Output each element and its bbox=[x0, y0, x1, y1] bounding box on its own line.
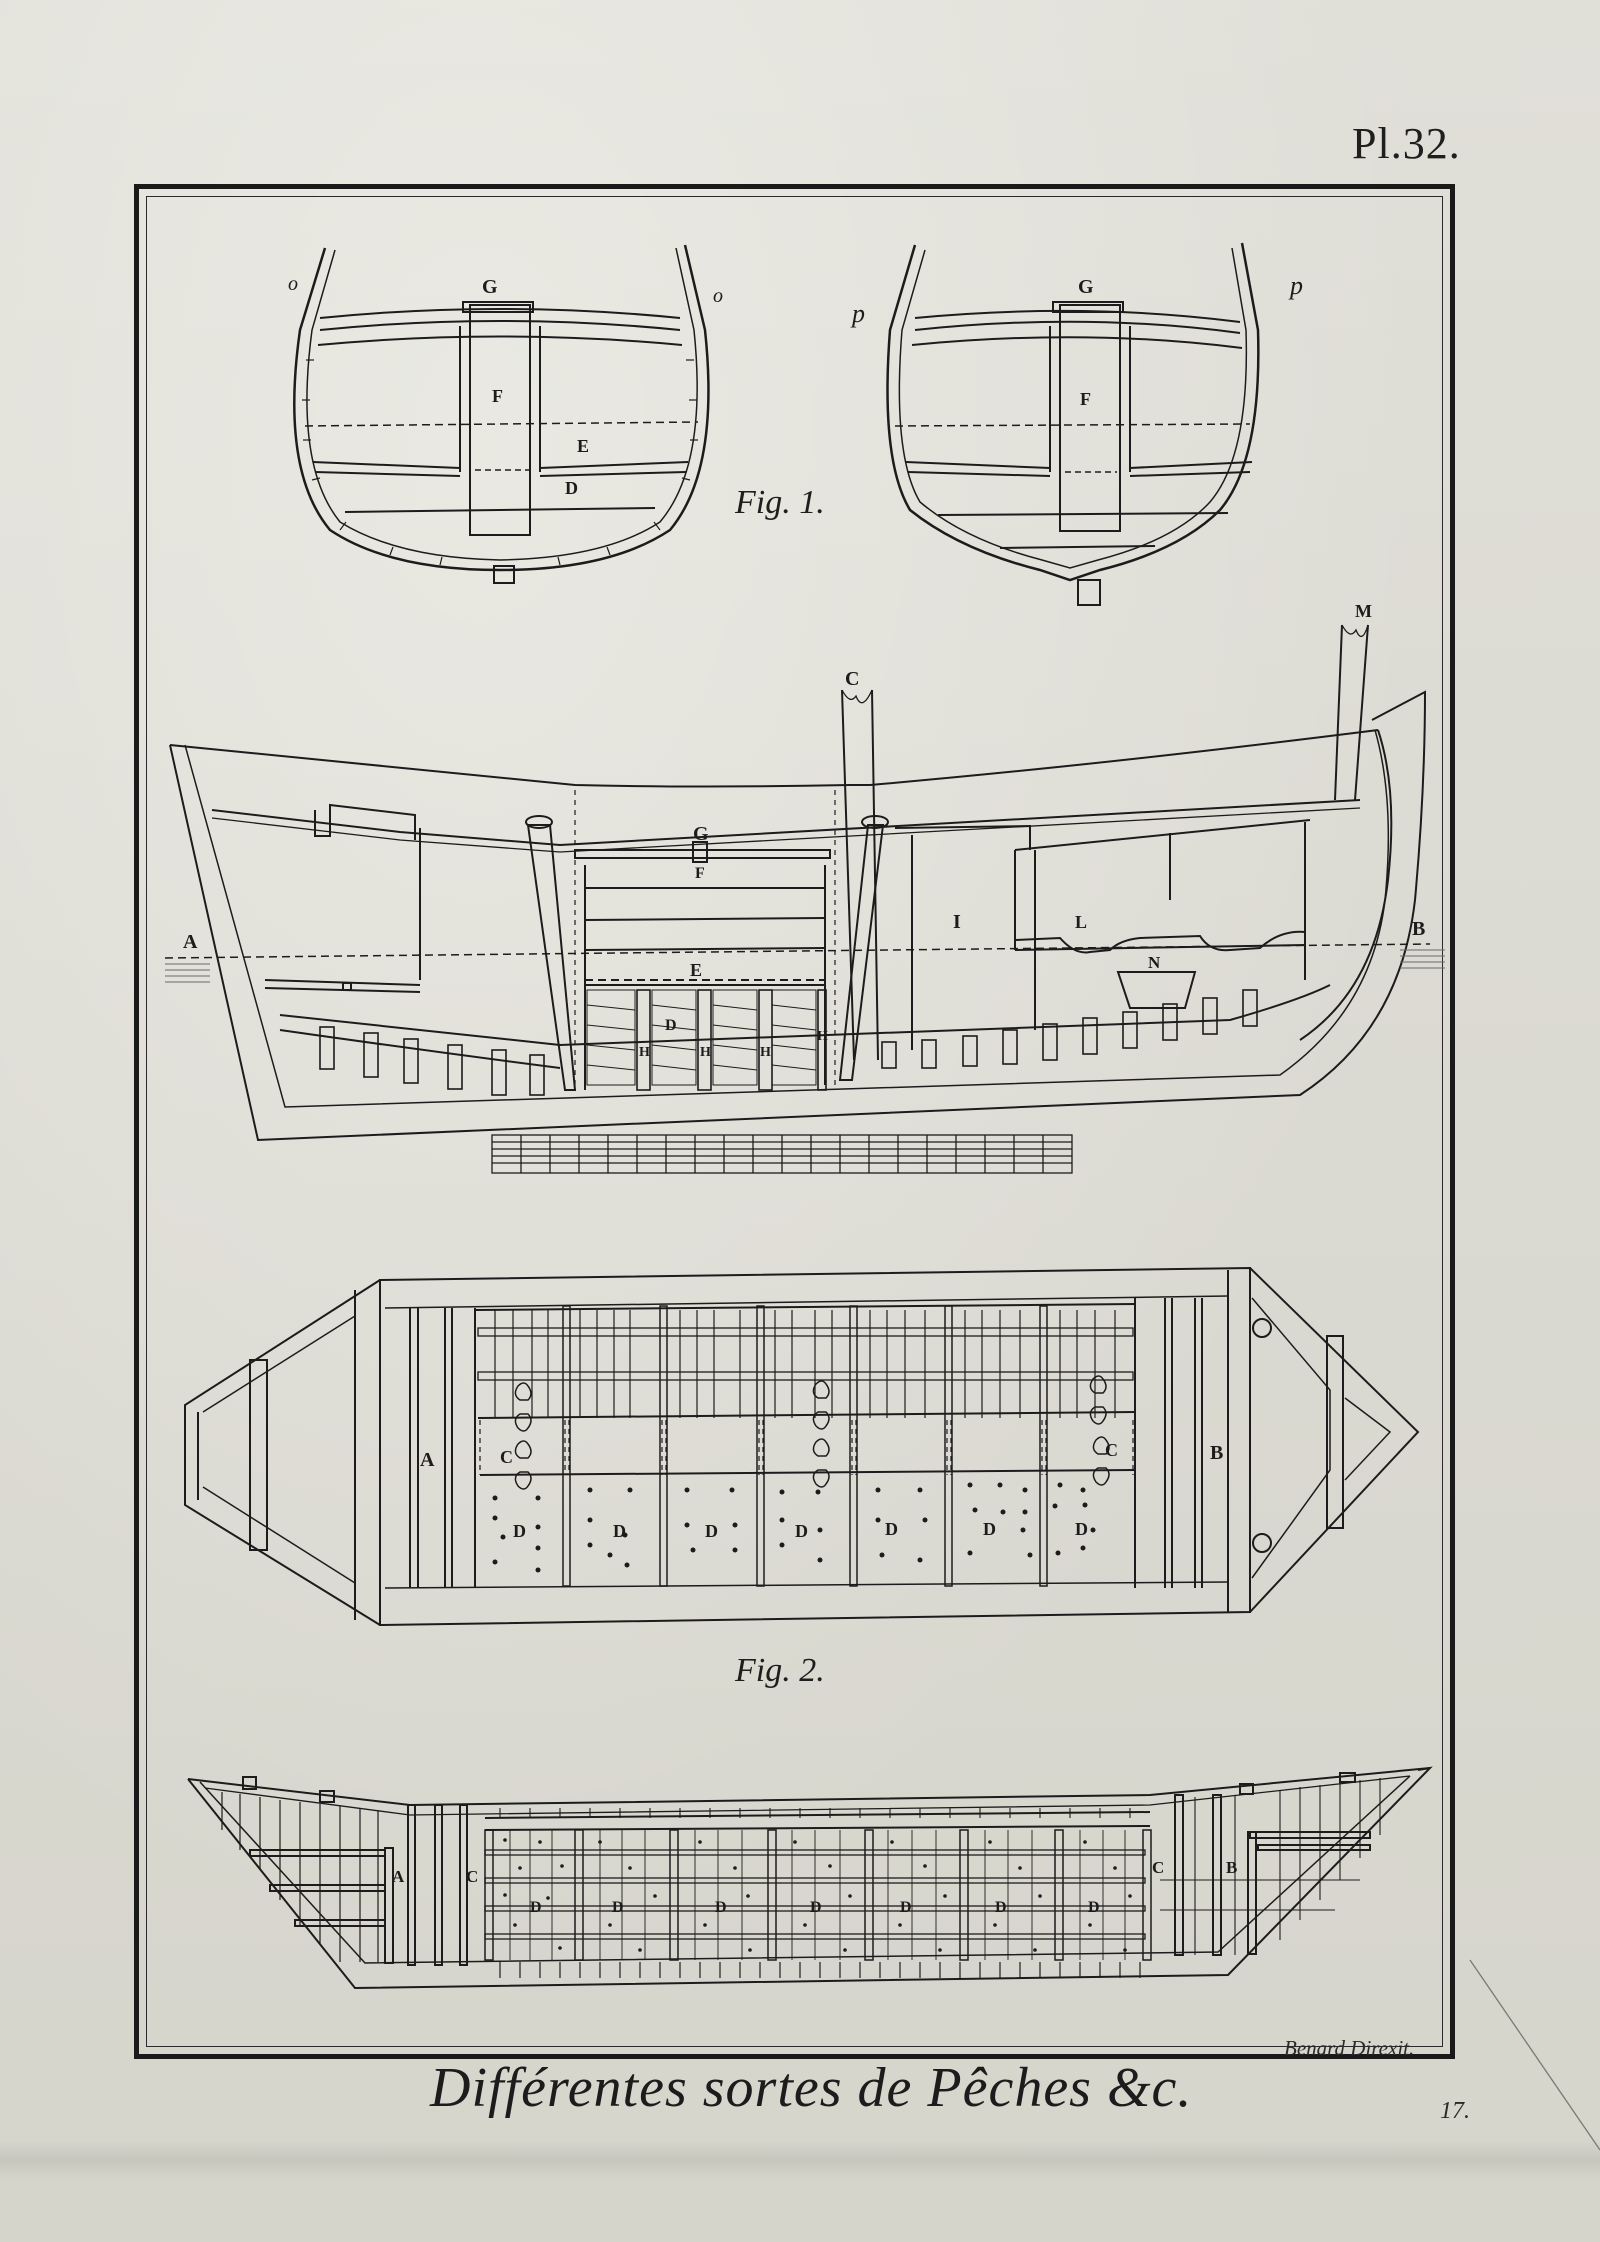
svg-text:G: G bbox=[693, 823, 709, 845]
svg-text:H: H bbox=[817, 1029, 828, 1044]
svg-text:A: A bbox=[420, 1449, 435, 1471]
svg-text:D: D bbox=[715, 1899, 727, 1916]
longitudinal-section: A B C M G F E D H H H H I L N bbox=[164, 601, 1445, 1142]
label-G: G bbox=[482, 276, 498, 298]
svg-text:A: A bbox=[183, 931, 198, 953]
plate-number: Pl.32. bbox=[1352, 119, 1461, 168]
svg-text:G: G bbox=[1078, 276, 1094, 298]
svg-text:D: D bbox=[995, 1899, 1007, 1916]
svg-text:D: D bbox=[612, 1899, 624, 1916]
svg-text:D: D bbox=[810, 1899, 822, 1916]
svg-text:E: E bbox=[577, 436, 589, 456]
svg-text:D: D bbox=[665, 1017, 677, 1034]
svg-text:E: E bbox=[690, 960, 702, 980]
svg-text:D: D bbox=[900, 1899, 912, 1916]
svg-text:D: D bbox=[613, 1521, 626, 1541]
paper-crease bbox=[1469, 1959, 1600, 2151]
plate-frame-outer bbox=[134, 184, 1455, 2059]
svg-text:C: C bbox=[500, 1447, 513, 1467]
svg-text:C: C bbox=[845, 668, 859, 690]
fig1-caption: Fig. 1. bbox=[735, 484, 825, 521]
svg-text:B: B bbox=[1226, 1858, 1237, 1877]
svg-text:H: H bbox=[639, 1045, 650, 1060]
svg-text:D: D bbox=[983, 1519, 996, 1539]
svg-text:p: p bbox=[1288, 271, 1303, 300]
svg-text:A: A bbox=[392, 1867, 405, 1886]
svg-text:D: D bbox=[565, 478, 578, 498]
paper-stain bbox=[0, 2140, 1600, 2180]
svg-text:D: D bbox=[705, 1521, 718, 1541]
svg-text:F: F bbox=[492, 386, 503, 406]
fig1-right-section: G F p p bbox=[850, 242, 1303, 606]
svg-text:p: p bbox=[850, 299, 865, 328]
fig2-plan-view: A B C C D D D D D D D bbox=[184, 1266, 1420, 1627]
svg-text:o: o bbox=[288, 273, 298, 295]
engraver-signature: Benard Direxit. bbox=[1284, 2036, 1415, 2060]
fig2-caption: Fig. 2. bbox=[735, 1652, 825, 1689]
fig2-section-view: A C C B D D D D D D D bbox=[187, 1766, 1433, 1990]
svg-text:C: C bbox=[1105, 1440, 1118, 1460]
svg-text:H: H bbox=[700, 1045, 711, 1060]
plate-frame-inner bbox=[146, 196, 1443, 2047]
svg-text:I: I bbox=[953, 911, 961, 933]
svg-text:D: D bbox=[885, 1519, 898, 1539]
svg-text:F: F bbox=[695, 865, 705, 882]
svg-text:H: H bbox=[760, 1045, 771, 1060]
svg-text:D: D bbox=[513, 1521, 526, 1541]
svg-text:F: F bbox=[1080, 389, 1091, 409]
svg-text:L: L bbox=[1075, 912, 1087, 932]
svg-text:D: D bbox=[530, 1899, 542, 1916]
page-number: 17. bbox=[1440, 2098, 1470, 2124]
fig1-left-section: G F E D o o bbox=[288, 244, 723, 584]
plate-title: Différentes sortes de Pêches &c. bbox=[430, 2057, 1193, 2119]
svg-text:C: C bbox=[1152, 1858, 1164, 1877]
svg-text:D: D bbox=[1088, 1899, 1100, 1916]
svg-text:M: M bbox=[1355, 601, 1372, 621]
svg-text:o: o bbox=[713, 285, 723, 307]
svg-text:D: D bbox=[1075, 1519, 1088, 1539]
svg-text:N: N bbox=[1148, 953, 1161, 972]
scale-bar bbox=[491, 1134, 1073, 1174]
svg-text:C: C bbox=[466, 1867, 478, 1886]
svg-text:B: B bbox=[1210, 1442, 1223, 1464]
svg-text:B: B bbox=[1412, 918, 1425, 940]
svg-text:D: D bbox=[795, 1521, 808, 1541]
